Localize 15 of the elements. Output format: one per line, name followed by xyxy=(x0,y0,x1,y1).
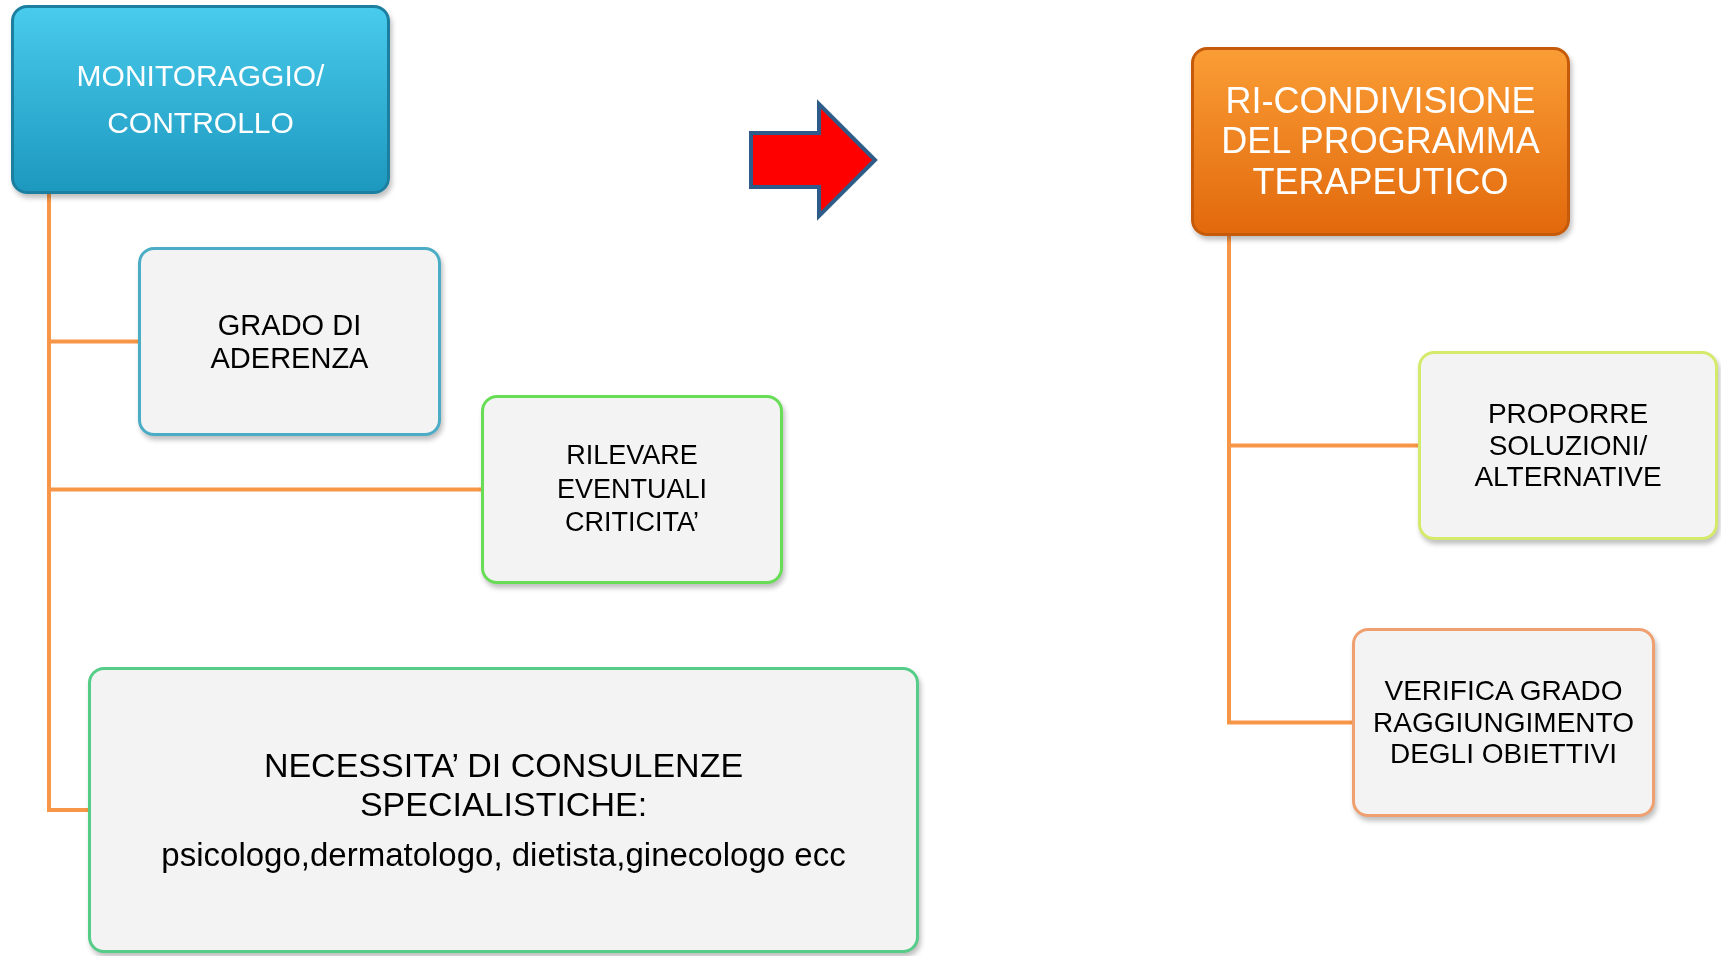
topic-box xyxy=(88,667,919,953)
header-box xyxy=(1191,47,1570,236)
topic-box xyxy=(138,247,441,436)
topic-box xyxy=(1352,628,1655,817)
topic-box xyxy=(1418,351,1718,540)
box-title: GRADO DI ADERENZA xyxy=(209,309,370,374)
header-box xyxy=(11,5,390,194)
box-title: MONITORAGGIO/ CONTROLLO xyxy=(75,58,326,141)
box-title: NECESSITA’ DI CONSULENZE SPECIALISTICHE: xyxy=(262,746,745,823)
box-title: RILEVARE EVENTUALI CRITICITA’ xyxy=(555,438,708,540)
box-title: VERIFICA GRADO RAGGIUNGIMENTO DEGLI OBIETTIVI xyxy=(1372,675,1635,770)
box-title: PROPORRE SOLUZIONI/ ALTERNATIVE xyxy=(1473,398,1663,493)
box-title: RI-CONDIVISIONE DEL PROGRAMMA TERAPEUTICO xyxy=(1220,81,1541,202)
box-text: psicologo,dermatologo, dietista,ginecologo ecc xyxy=(161,836,846,874)
topic-box xyxy=(481,395,783,584)
